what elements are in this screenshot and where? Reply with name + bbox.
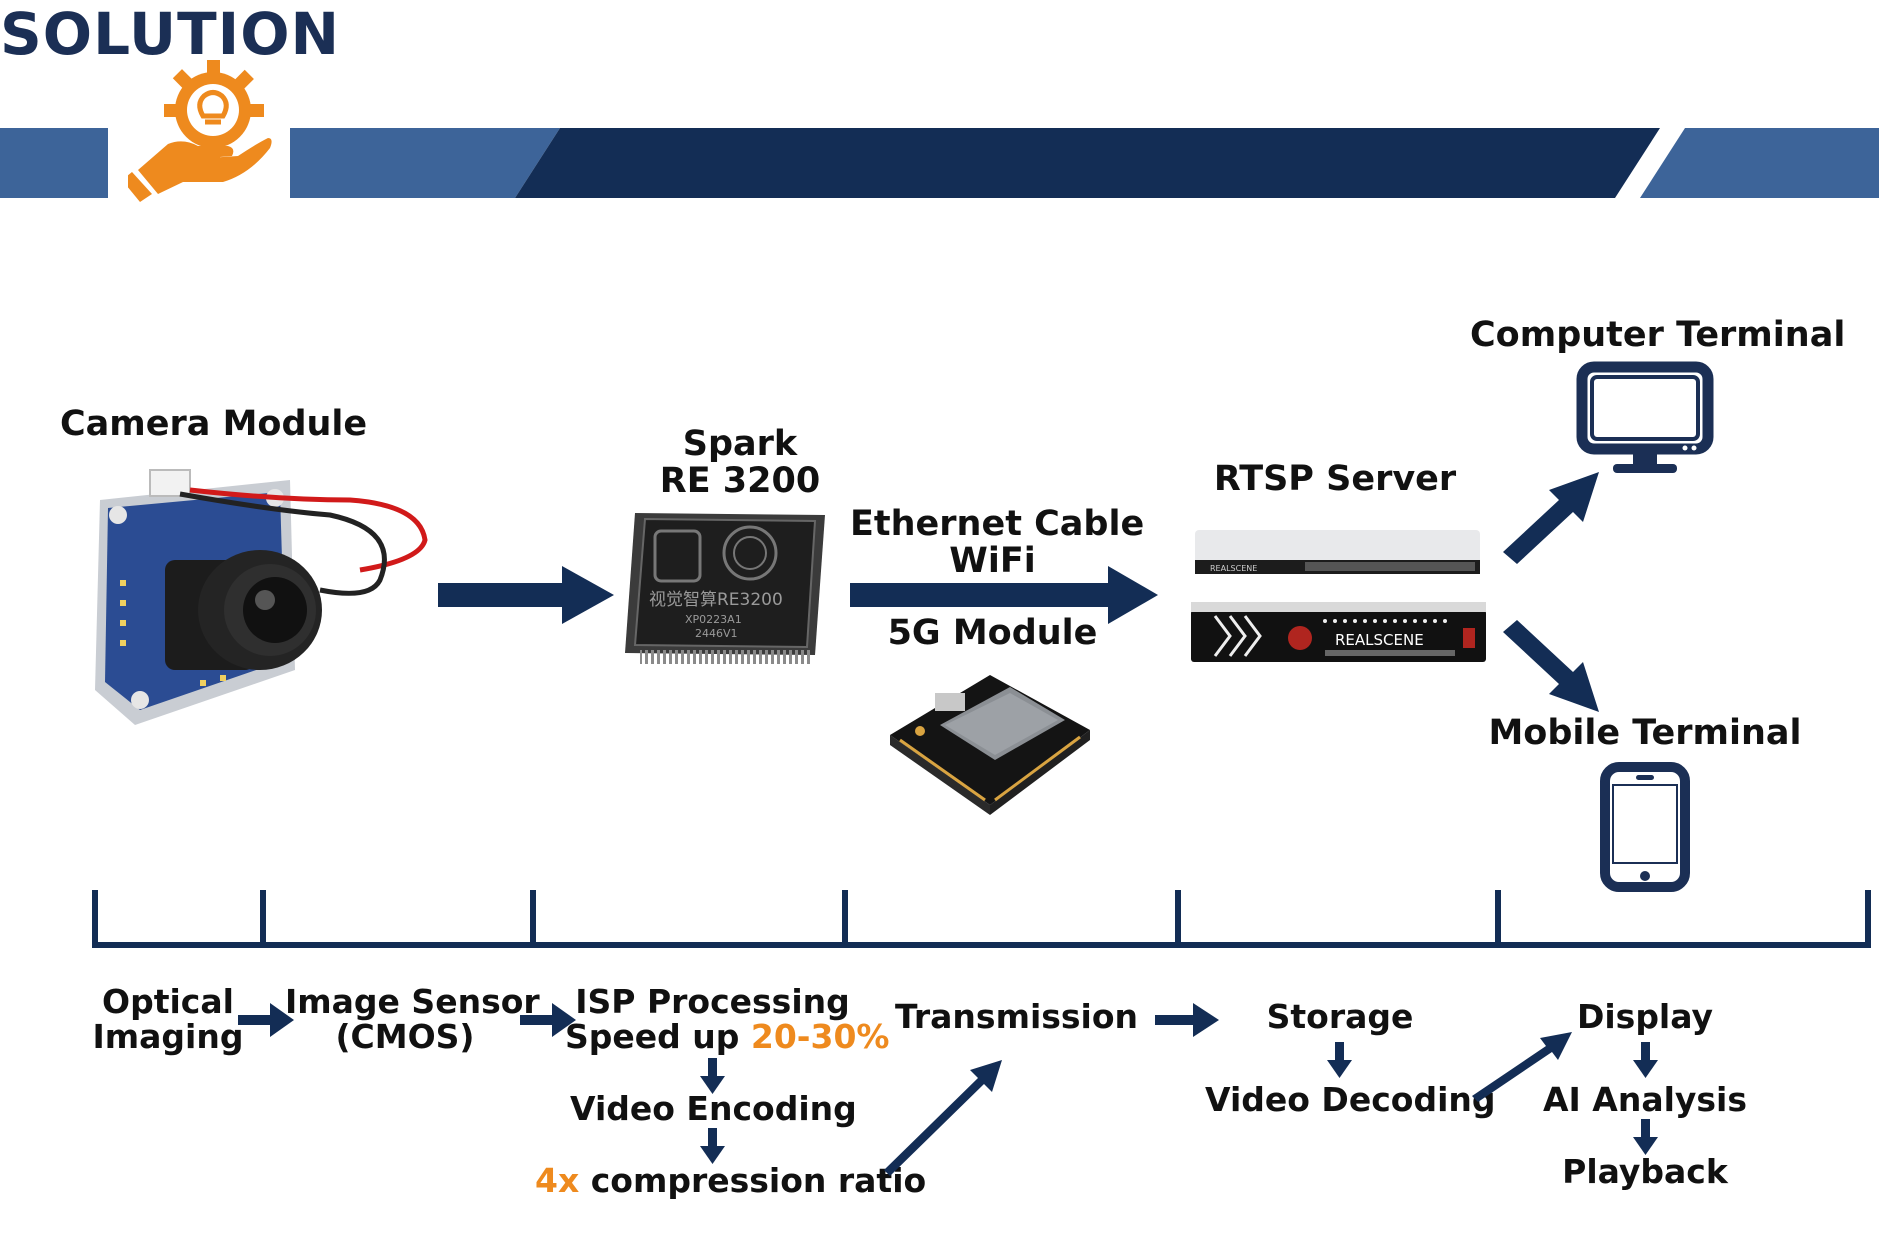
isp-speedup-prefix: Speed up [565, 1017, 751, 1056]
chip-code1-text: XP0223A1 [685, 613, 742, 626]
arrow-isp-to-encoding [700, 1058, 725, 1094]
image-sensor-line2: (CMOS) [335, 1017, 475, 1056]
chip-brand-text: 视觉智算RE3200 [649, 590, 783, 610]
arrow-chip-to-server [850, 566, 1158, 624]
image-sensor-line1: Image Sensor [285, 982, 540, 1021]
arrow-encoding-to-compression [700, 1128, 725, 1164]
optical-imaging-line1: Optical [102, 982, 234, 1021]
timeline-bracket [92, 890, 1871, 948]
playback-label: Playback [1562, 1152, 1728, 1191]
ethernet-label: Ethernet Cable [850, 504, 1145, 544]
server-icon: REALSCENE REALSCENE [1191, 530, 1486, 662]
compression-ratio-line: 4x compression ratio [535, 1161, 926, 1200]
compression-value: 4x [535, 1161, 580, 1200]
storage-label: Storage [1266, 997, 1414, 1036]
arrow-server-to-computer [1503, 472, 1599, 564]
transmission-label: Transmission [895, 997, 1139, 1036]
arrow-compression-to-transmission [884, 1060, 1002, 1176]
server-brand-top: REALSCENE [1210, 564, 1257, 573]
isp-speedup-value: 20-30% [750, 1017, 890, 1056]
arrow-transmission-to-storage [1155, 1003, 1219, 1037]
arrow-sensor-to-isp [520, 1003, 576, 1037]
display-label: Display [1576, 997, 1714, 1036]
arrow-storage-to-decoding [1327, 1042, 1352, 1078]
wifi-label: WiFi [949, 541, 1036, 581]
chip-label-line2: RE 3200 [659, 461, 821, 501]
camera-module-label: Camera Module [60, 404, 368, 444]
header-band [0, 128, 1879, 198]
page-title: SOLUTION [0, 0, 341, 68]
isp-speedup-line: Speed up 20-30% [565, 1017, 889, 1056]
isp-processing-label: ISP Processing [575, 982, 850, 1021]
chip-code2-text: 2446V1 [695, 627, 738, 640]
compression-suffix: compression ratio [579, 1161, 927, 1200]
arrow-ai-to-playback [1633, 1119, 1658, 1155]
ai-analysis-label: AI Analysis [1542, 1080, 1748, 1119]
chip-label-line1: Spark [682, 424, 798, 464]
5g-module-label: 5G Module [887, 613, 1098, 653]
mobile-terminal-label: Mobile Terminal [1488, 713, 1802, 753]
lightbulb-gear-hand-icon [128, 60, 272, 202]
camera-module-icon [95, 469, 428, 725]
video-encoding-label: Video Encoding [570, 1089, 857, 1128]
arrow-optical-to-sensor [238, 1003, 294, 1037]
optical-imaging-line2: Imaging [92, 1017, 244, 1056]
monitor-icon [1576, 361, 1714, 473]
arrow-display-to-ai [1633, 1042, 1658, 1078]
video-decoding-label: Video Decoding [1205, 1080, 1496, 1119]
arrow-camera-to-chip [438, 566, 614, 624]
chip-icon: 视觉智算RE3200 XP0223A1 2446V1 [625, 513, 825, 664]
rtsp-server-label: RTSP Server [1213, 459, 1457, 499]
server-brand-bottom: REALSCENE [1335, 631, 1424, 649]
5g-module-icon [890, 675, 1090, 815]
computer-terminal-label: Computer Terminal [1470, 315, 1846, 355]
smartphone-icon [1600, 762, 1690, 892]
arrow-server-to-mobile [1503, 620, 1599, 712]
arrow-decoding-to-display [1472, 1032, 1572, 1102]
